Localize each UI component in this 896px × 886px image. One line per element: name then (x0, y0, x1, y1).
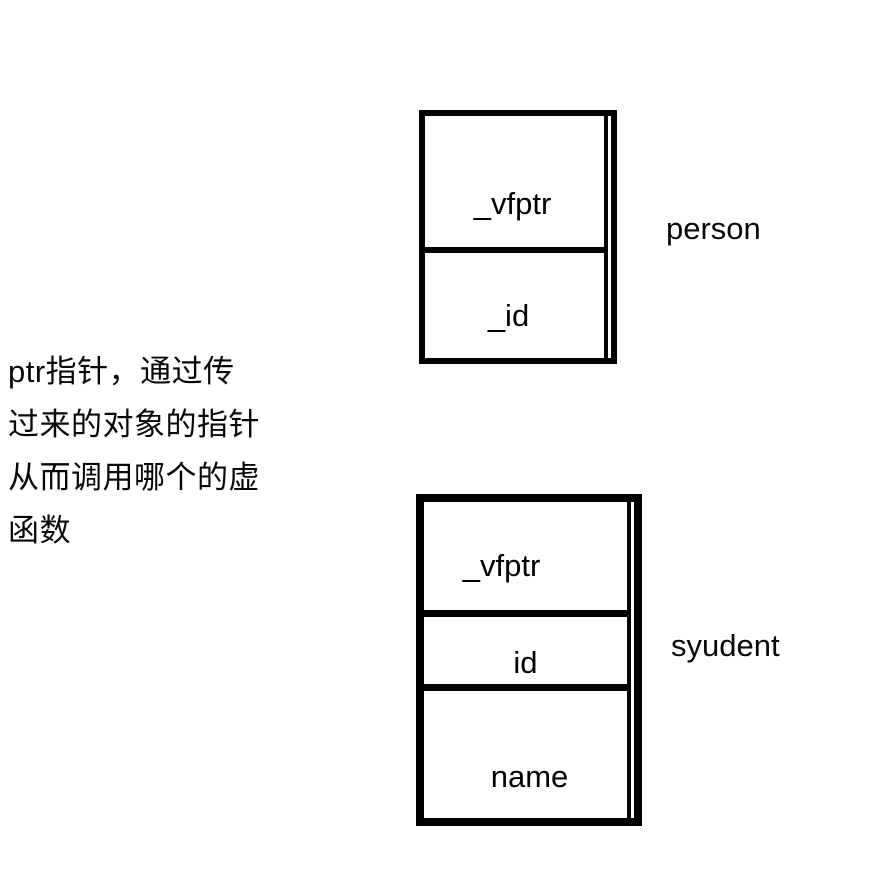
annotation-text: ptr指针，通过传 过来的对象的指针 从而调用哪个的虚 函数 (8, 345, 260, 557)
student-vfptr-label: _vfptr (462, 548, 541, 584)
student-name-label: name (490, 758, 569, 794)
student-struct-box: _vfptr id name (416, 494, 642, 826)
student-name-cell: name (424, 691, 631, 818)
student-id-cell: id (424, 617, 631, 691)
annotation-line: ptr指针，通过传 (8, 354, 235, 389)
person-vfptr-label: _vfptr (473, 185, 552, 221)
annotation-line: 函数 (8, 513, 71, 548)
annotation-line: 过来的对象的指针 (8, 407, 260, 442)
person-id-cell: _id (425, 253, 608, 358)
person-id-label: _id (487, 297, 530, 333)
person-struct-box: _vfptr _id (419, 110, 617, 364)
student-vfptr-cell: _vfptr (424, 502, 631, 617)
student-struct-label: syudent (671, 628, 780, 663)
person-struct-label: person (666, 211, 761, 246)
student-id-label: id (513, 644, 538, 680)
person-vfptr-cell: _vfptr (425, 116, 608, 253)
annotation-line: 从而调用哪个的虚 (8, 460, 260, 495)
